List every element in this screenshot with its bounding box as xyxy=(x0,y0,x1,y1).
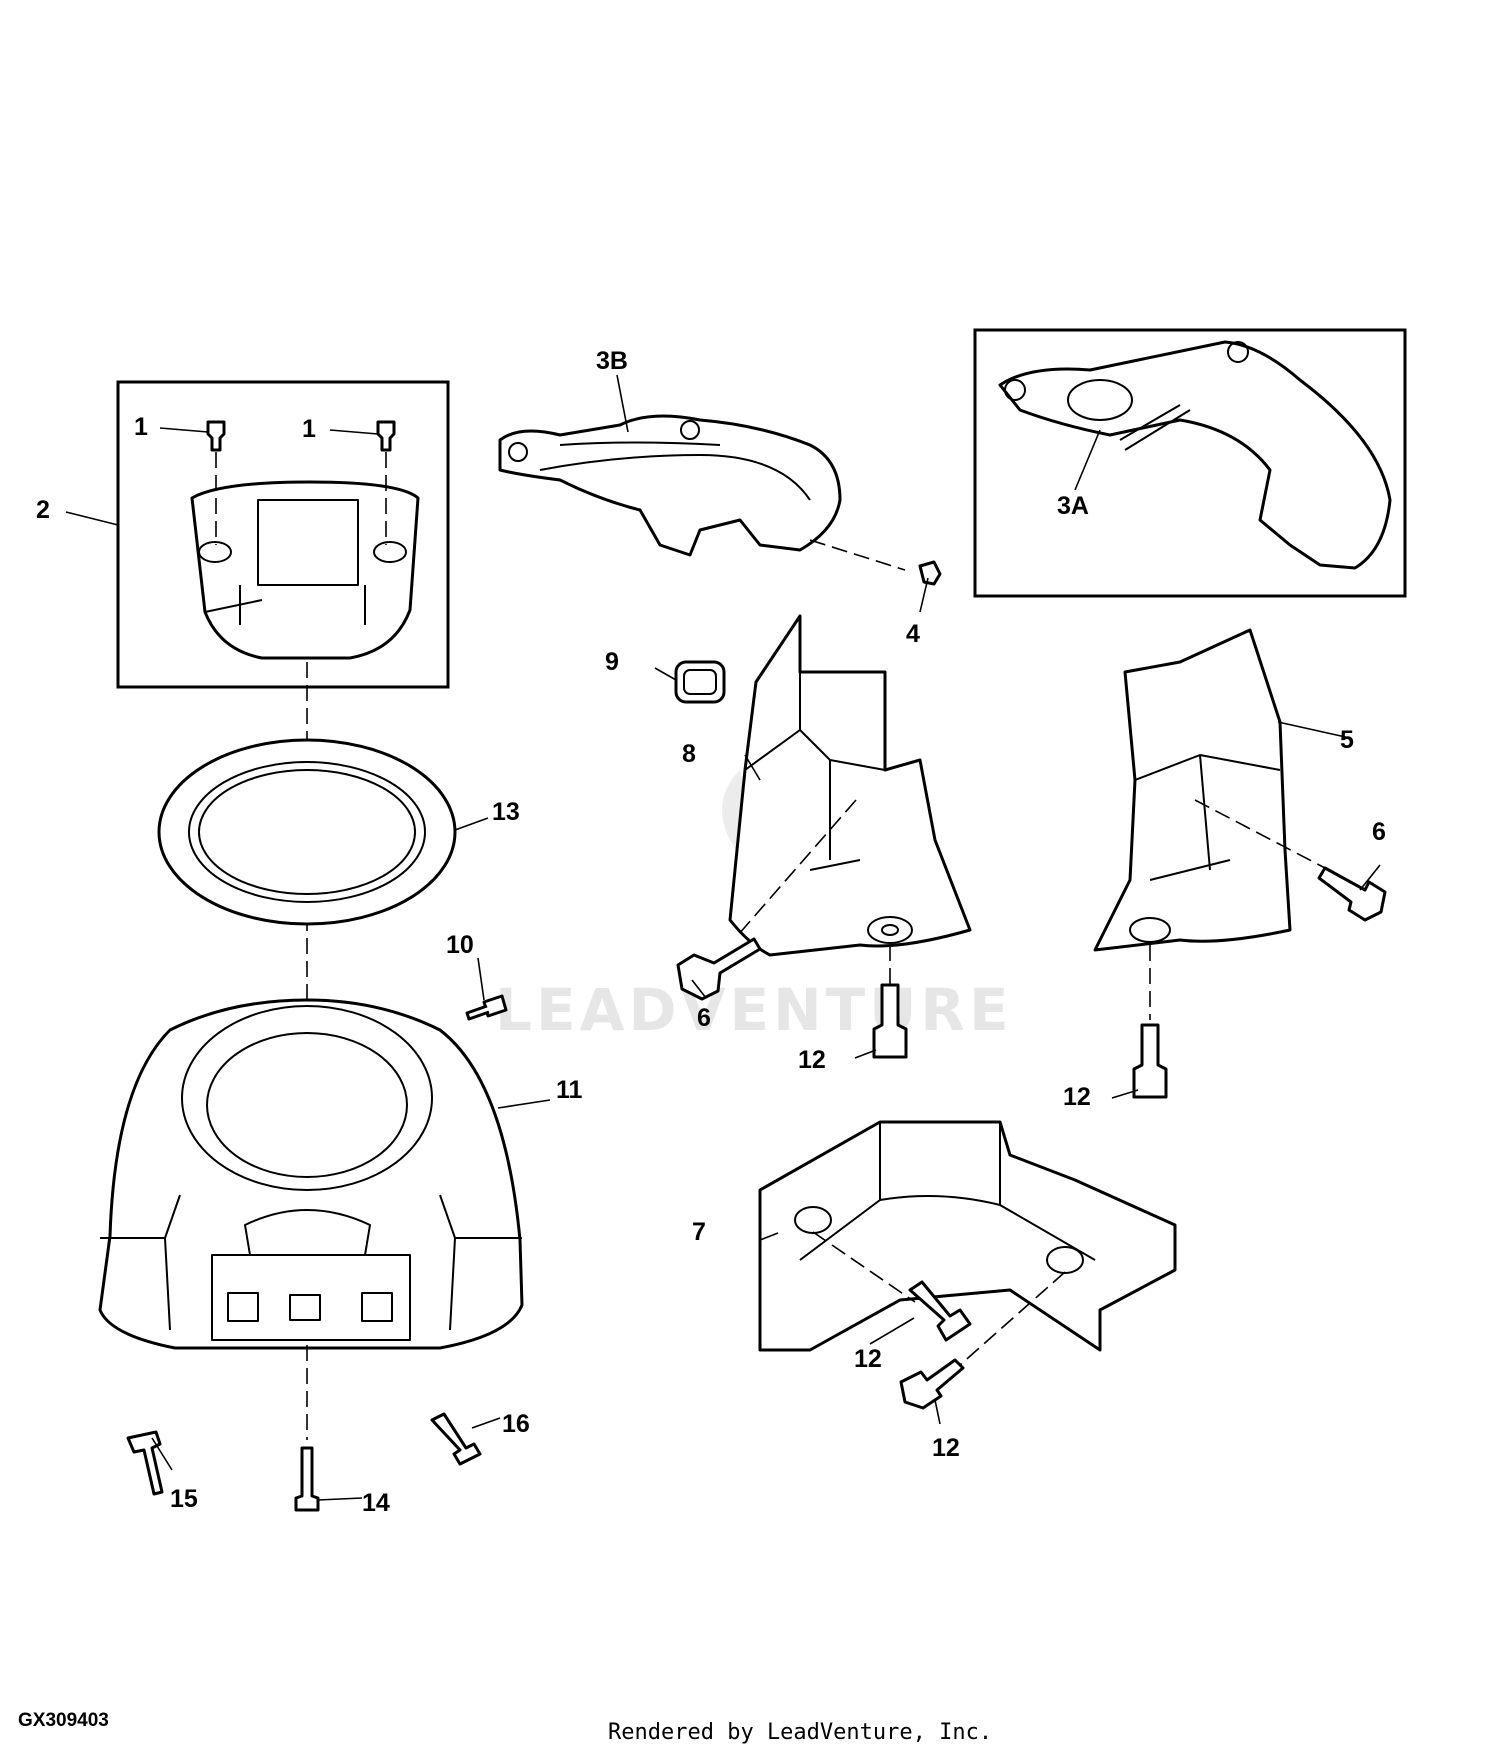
part-1-screw-left xyxy=(206,420,226,545)
callout-13: 13 xyxy=(492,798,520,826)
part-14-screw xyxy=(294,1345,320,1512)
part-10-screw xyxy=(465,994,508,1021)
callout-16: 16 xyxy=(502,1410,530,1438)
part-12-screw-a xyxy=(872,983,908,1059)
part-3a-box xyxy=(973,328,1407,598)
part-3a-baffle xyxy=(973,328,1407,598)
callout-6: 6 xyxy=(1372,818,1386,846)
part-16-screw xyxy=(430,1412,482,1466)
part-11-blower-housing xyxy=(98,998,524,1350)
callout-4: 4 xyxy=(906,620,920,648)
part-12-screw-c xyxy=(908,1280,972,1342)
callout-12: 12 xyxy=(1063,1083,1091,1111)
part-13-ring xyxy=(157,738,457,926)
callout-3a: 3A xyxy=(1057,492,1089,520)
part-7-shield xyxy=(758,1120,1177,1366)
callout-1: 1 xyxy=(134,413,148,441)
callout-11: 11 xyxy=(556,1076,583,1104)
callout-2: 2 xyxy=(36,496,50,524)
part-5-shield xyxy=(1093,628,1326,1020)
part-2-box xyxy=(116,380,450,689)
part-12-screw-b xyxy=(1132,1023,1168,1099)
watermark-text: LEADVENTURE xyxy=(495,976,1013,1044)
figure-code: GX309403 xyxy=(18,1710,109,1731)
part-6-screw-left xyxy=(676,937,762,1001)
callout-10: 10 xyxy=(446,931,474,959)
callout-6: 6 xyxy=(697,1004,711,1032)
callout-1: 1 xyxy=(302,415,316,443)
part-15-screw xyxy=(126,1430,164,1496)
callout-12: 12 xyxy=(854,1345,882,1373)
callout-14: 14 xyxy=(362,1489,390,1517)
part-1-screw-right xyxy=(376,420,396,545)
part-2-top-shroud xyxy=(116,380,450,689)
callout-12: 12 xyxy=(932,1434,960,1462)
part-6-screw-right xyxy=(1317,866,1387,922)
callout-5: 5 xyxy=(1340,726,1354,754)
callout-12: 12 xyxy=(798,1046,826,1074)
part-4-clip xyxy=(918,560,942,586)
callout-7: 7 xyxy=(692,1218,706,1246)
callout-9: 9 xyxy=(605,648,619,676)
callout-8: 8 xyxy=(682,740,696,768)
part-9-grommet xyxy=(674,660,726,704)
callout-3b: 3B xyxy=(596,347,628,375)
part-3b-baffle xyxy=(498,414,906,571)
render-credit: Rendered by LeadVenture, Inc. xyxy=(608,1720,993,1745)
leader-lines xyxy=(65,374,1381,1501)
callout-15: 15 xyxy=(170,1485,198,1513)
part-8-shield xyxy=(728,614,972,985)
callouts: 1 1 2 3B 3A 4 5 6 6 7 8 9 10 11 12 12 12… xyxy=(36,347,1386,1517)
part-12-screw-d xyxy=(899,1358,965,1410)
